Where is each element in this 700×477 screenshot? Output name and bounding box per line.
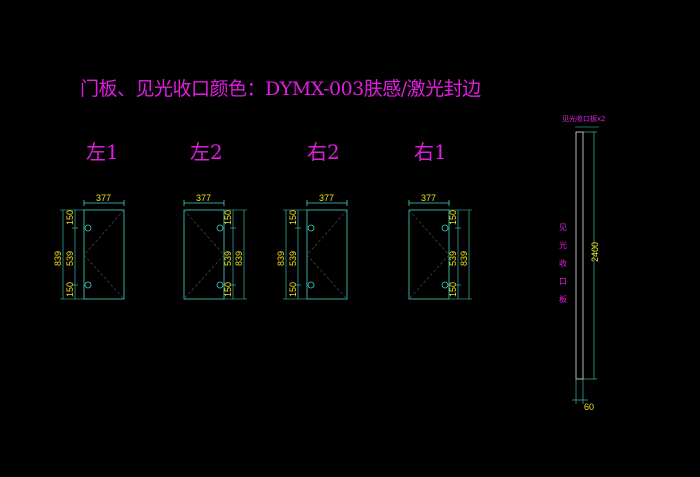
door4-height-total-dim: 839 <box>459 251 469 266</box>
trim-panel: 见光收口板x2 2400 见 光 收 口 板 60 <box>559 114 606 412</box>
panel-width-dim: 60 <box>584 402 594 412</box>
door2-hinge-top-dim: 150 <box>223 210 233 225</box>
door3-opening-line <box>306 209 348 300</box>
door1-height-total-dim: 839 <box>53 251 63 266</box>
door2-hinge-top <box>216 224 224 232</box>
door1-outline <box>83 209 125 300</box>
door3-height-total-dim: 839 <box>276 251 286 266</box>
door1-hinge-bottom-dim: 150 <box>65 282 75 297</box>
door-left2: 377 150 539 150 839 <box>183 193 247 300</box>
door3-hinge-top <box>307 224 315 232</box>
door2-hinge-bottom-dim: 150 <box>223 282 233 297</box>
panel-side-char-1: 见 <box>559 223 567 232</box>
door4-hinge-top <box>441 224 449 232</box>
door2-opening-line <box>183 209 225 300</box>
door-label-left2: 左2 <box>190 140 223 164</box>
door2-height-total-dim: 839 <box>234 251 244 266</box>
door-label-right2: 右2 <box>307 140 340 164</box>
door-right1: 377 150 539 150 839 <box>408 193 472 300</box>
door3-hinge-bottom <box>307 281 315 289</box>
door3-outline <box>306 209 348 300</box>
panel-side-char-3: 收 <box>559 258 567 268</box>
door1-opening-line <box>83 209 125 300</box>
door4-hinge-bottom-dim: 150 <box>448 282 458 297</box>
door1-height-mid-dim: 539 <box>65 251 75 266</box>
door2-outline <box>183 209 225 300</box>
door3-hinge-bottom-dim: 150 <box>288 282 298 297</box>
door-left1: 377 150 539 150 839 <box>53 193 125 300</box>
door4-height-mid-dim: 539 <box>448 251 458 266</box>
panel-side-char-4: 口 <box>559 277 567 286</box>
door2-height-mid-dim: 539 <box>223 251 233 266</box>
door1-hinge-top-dim: 150 <box>65 210 75 225</box>
drawing-title: 门板、见光收口颜色：DYMX-003肤感/激光封边 <box>80 78 481 100</box>
door-right2: 377 150 539 150 839 <box>276 193 348 300</box>
door2-hinge-bottom <box>216 281 224 289</box>
panel-side-char-2: 光 <box>559 240 567 250</box>
door4-outline <box>408 209 450 300</box>
door2-width-dim: 377 <box>196 193 211 203</box>
door-label-left1: 左1 <box>86 140 119 164</box>
panel-height-dim: 2400 <box>590 242 600 262</box>
panel-top-label: 见光收口板x2 <box>562 114 606 123</box>
door4-width-dim: 377 <box>421 193 436 203</box>
panel-side-char-5: 板 <box>559 294 567 304</box>
door4-hinge-top-dim: 150 <box>448 210 458 225</box>
door3-hinge-top-dim: 150 <box>288 210 298 225</box>
door1-hinge-top <box>84 224 92 232</box>
door4-opening-line <box>408 209 450 300</box>
panel-outline <box>575 131 584 380</box>
door1-hinge-bottom <box>84 281 92 289</box>
door4-hinge-bottom <box>441 281 449 289</box>
door3-height-mid-dim: 539 <box>288 251 298 266</box>
door-label-right1: 右1 <box>414 140 447 164</box>
door3-width-dim: 377 <box>319 193 334 203</box>
door1-width-dim: 377 <box>96 193 111 203</box>
